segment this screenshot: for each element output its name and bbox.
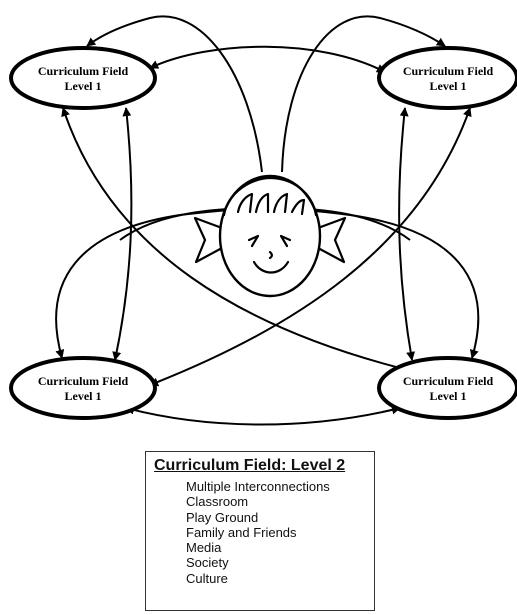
legend-item: Play Ground [186, 509, 259, 525]
left-eye [247, 234, 260, 248]
arrow-top-right-bottom-right [398, 107, 416, 361]
arrow-face-to-top-right [281, 15, 446, 173]
node-bottom-left-line2: Level 1 [65, 389, 102, 403]
right-pigtail [316, 216, 347, 264]
left-pigtail [193, 216, 224, 264]
arrow-loop-bottom-right [119, 207, 480, 359]
node-bottom-right-line1: Curriculum Field [403, 374, 494, 388]
arrow-top-left-top-right [149, 45, 386, 73]
node-bottom-left-line1: Curriculum Field [38, 374, 129, 388]
node-top-right: Curriculum Field Level 1 [377, 46, 517, 110]
smile [252, 260, 290, 274]
node-top-left-line1: Curriculum Field [38, 64, 129, 78]
child-face-icon [193, 174, 347, 298]
connections [55, 15, 480, 426]
node-bottom-right-line2: Level 1 [430, 389, 467, 403]
arrow-bottom-left-bottom-right [125, 405, 401, 426]
legend-item: Classroom [186, 494, 249, 510]
node-top-right-line1: Curriculum Field [403, 64, 494, 78]
legend-item: Multiple Interconnections [186, 479, 330, 494]
legend-item: Media [186, 540, 222, 556]
node-bottom-right: Curriculum Field Level 1 [377, 356, 517, 420]
arrow-top-right-bottom-left [149, 107, 472, 387]
legend-item: Society [186, 555, 229, 571]
legend-list: Multiple Interconnections Classroom Play… [186, 479, 330, 586]
node-top-left-line2: Level 1 [65, 79, 102, 93]
hair-bangs [222, 176, 318, 217]
node-top-right-line2: Level 1 [430, 79, 467, 93]
node-top-left: Curriculum Field Level 1 [9, 46, 157, 110]
legend-item: Family and Friends [186, 524, 297, 540]
arrow-top-left-bottom-left [112, 107, 133, 361]
legend-title: Curriculum Field: Level 2 [154, 457, 346, 474]
arrow-face-to-top-left [86, 15, 263, 173]
right-eye [279, 234, 292, 248]
node-bottom-left: Curriculum Field Level 1 [9, 356, 157, 420]
legend-item: Culture [186, 570, 228, 586]
level-2-legend: Curriculum Field: Level 2 Multiple Inter… [145, 451, 375, 611]
